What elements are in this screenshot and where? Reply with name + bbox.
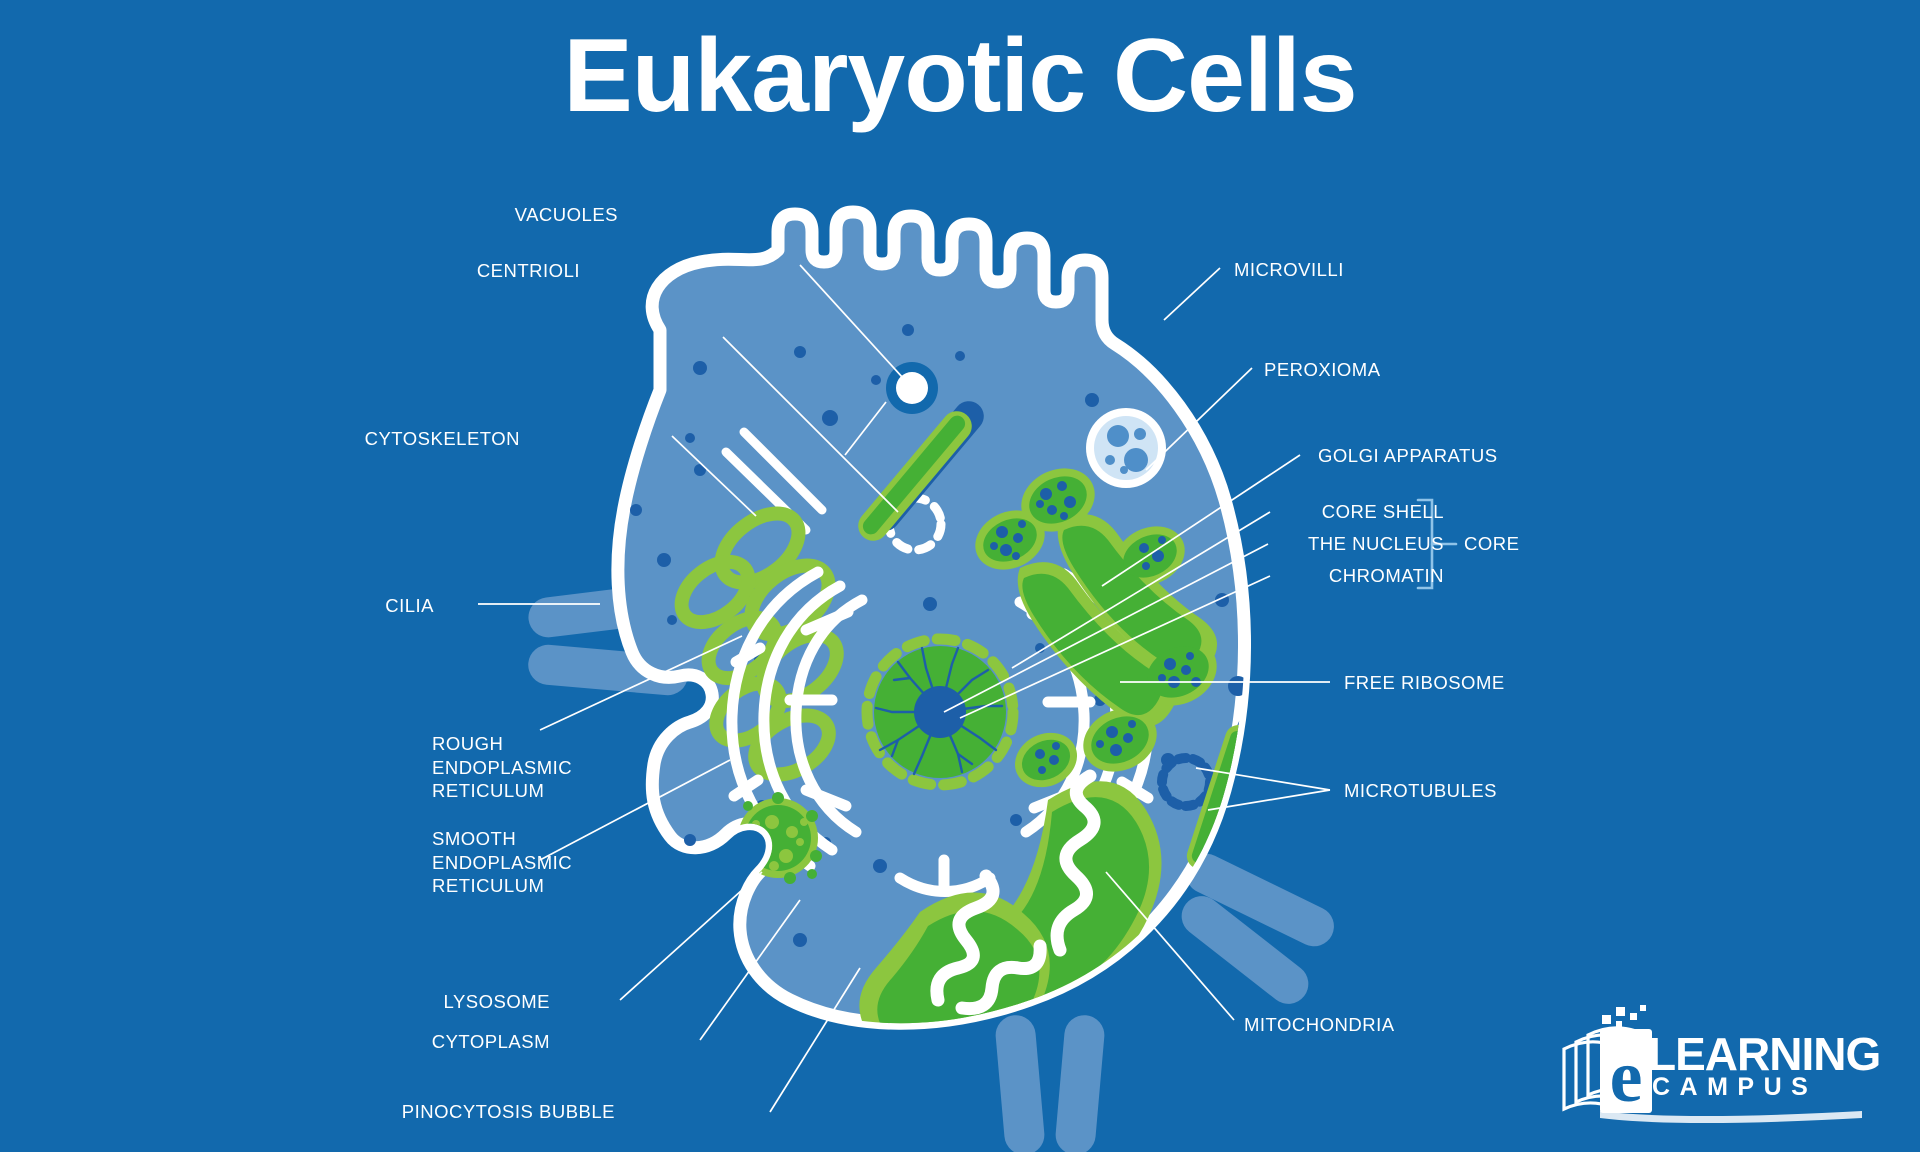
label-microtubules: MICROTUBULES: [1344, 780, 1497, 801]
leader-microtubules-2: [1207, 789, 1331, 811]
label-rough-er: ROUGH ENDOPLASMIC RETICULUM: [432, 733, 573, 802]
microtubule-upper: [858, 401, 984, 541]
logo-books-e-icon: e: [1562, 1005, 1862, 1123]
leader-mitochondria: [1105, 871, 1235, 1021]
leader-lysosome: [619, 871, 763, 1001]
label-core: CORE: [1464, 533, 1520, 554]
label-smooth-er: SMOOTH ENDOPLASMIC RETICULUM: [432, 828, 573, 897]
label-microvilli: MICROVILLI: [1234, 259, 1344, 280]
label-core-shell: CORE SHELL: [1321, 501, 1444, 522]
label-cilia: CILIA: [385, 595, 434, 616]
page-title: Eukaryotic Cells: [563, 18, 1357, 134]
leader-chromatin: [959, 575, 1271, 719]
label-mitochondria: MITOCHONDRIA: [1244, 1014, 1395, 1035]
leader-centrioli: [722, 336, 899, 513]
logo-learning-text: LEARNING: [1648, 1028, 1881, 1080]
elearning-campus-logo: e LEARNING CAMPUS: [1556, 1005, 1881, 1125]
label-free-ribosome: FREE RIBOSOME: [1344, 672, 1505, 693]
core-bracket: [1416, 498, 1458, 590]
leader-pinocytosis: [769, 967, 861, 1113]
leader-microtubules-1: [1195, 767, 1331, 791]
label-centrioli: CENTRIOLI: [476, 260, 580, 281]
leader-the-nucleus: [943, 543, 1269, 713]
nucleolus: [914, 686, 966, 738]
label-vacuoles: VACUOLES: [514, 204, 618, 225]
label-peroxioma: PEROXIOMA: [1264, 359, 1381, 380]
leader-golgi: [1101, 454, 1301, 587]
leader-lines: [478, 264, 1331, 1113]
label-chromatin: CHROMATIN: [1328, 565, 1444, 586]
leader-centrioli-2: [844, 401, 887, 456]
leader-cytoskeleton: [671, 435, 757, 517]
peroxioma: [1086, 408, 1166, 488]
leader-microvilli: [1163, 267, 1221, 321]
label-the-nucleus: THE NUCLEUS: [1307, 533, 1444, 554]
label-cytoplasm: CYTOPLASM: [431, 1031, 550, 1052]
leader-rough-er: [539, 635, 743, 731]
label-cytoskeleton: CYTOSKELETON: [364, 428, 520, 449]
leader-peroxioma: [1145, 367, 1253, 471]
nucleus: [861, 633, 1019, 791]
leader-smooth-er: [539, 759, 731, 861]
label-golgi-apparatus: GOLGI APPARATUS: [1318, 445, 1498, 466]
leader-core-shell: [1011, 511, 1271, 669]
svg-text:e: e: [1610, 1036, 1643, 1118]
vacuole: [886, 362, 938, 414]
golgi-apparatus: [975, 468, 1218, 788]
label-pinocytosis-bubble: PINOCYTOSIS BUBBLE: [401, 1101, 615, 1122]
leader-vacuoles: [799, 264, 904, 379]
logo-campus-text: CAMPUS: [1652, 1073, 1818, 1101]
label-lysosome: LYSOSOME: [443, 991, 550, 1012]
leader-cytoplasm: [699, 899, 801, 1041]
cilia-shapes-right: [995, 853, 1334, 1152]
